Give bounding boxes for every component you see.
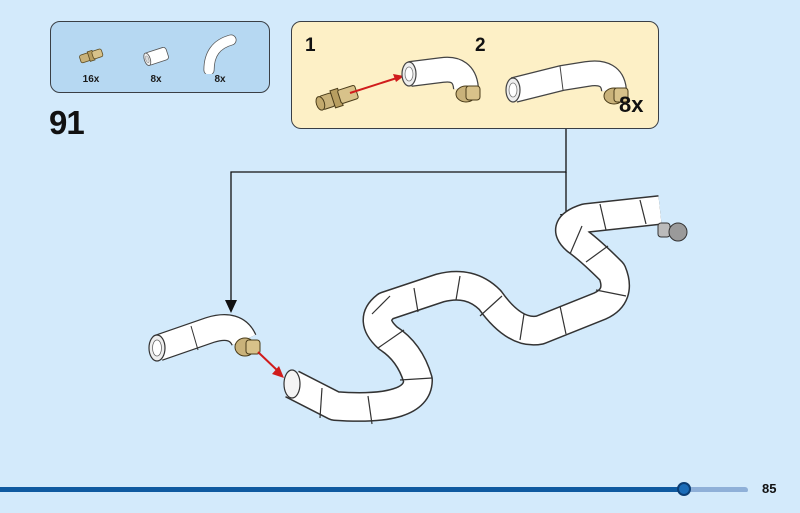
parts-list-box: 16x 8x 8x (50, 21, 270, 93)
tube-end-ball (668, 222, 688, 242)
tube-assembly-icon (148, 314, 261, 362)
progress-handle[interactable] (676, 481, 692, 497)
straight-tube-icon (143, 47, 169, 66)
page-number: 85 (762, 481, 777, 496)
assembly-arrow (349, 76, 401, 94)
tube-snake (283, 195, 662, 425)
part-quantity: 8x (214, 74, 226, 85)
curved-tube-icon (203, 34, 237, 76)
axle-pin-icon (315, 84, 359, 111)
subassembly-box: 1 2 8x (291, 21, 659, 129)
axle-pin-icon (79, 48, 104, 64)
progress-fill (0, 487, 684, 492)
step-number: 91 (49, 104, 85, 141)
part-quantity: 8x (150, 74, 162, 85)
tube-end-connector (657, 222, 671, 238)
quantity-multiplier: 8x (619, 92, 644, 117)
subassembly-illustration (315, 56, 629, 111)
arrow-head (272, 366, 284, 378)
arrow-head (393, 74, 404, 82)
part-quantity: 16x (82, 74, 100, 85)
arrow-down-icon (225, 300, 237, 313)
assembly-arrow (257, 351, 280, 373)
part-item: 16x (66, 42, 116, 85)
curved-tube-icon (401, 56, 481, 103)
tube-assembly-icon (505, 60, 629, 105)
part-item: 8x (131, 42, 181, 85)
progress-bar (0, 487, 748, 492)
part-item: 8x (195, 34, 245, 85)
substep-number: 2 (475, 35, 486, 56)
callout-arrows (230, 129, 567, 302)
substep-number: 1 (305, 35, 316, 56)
